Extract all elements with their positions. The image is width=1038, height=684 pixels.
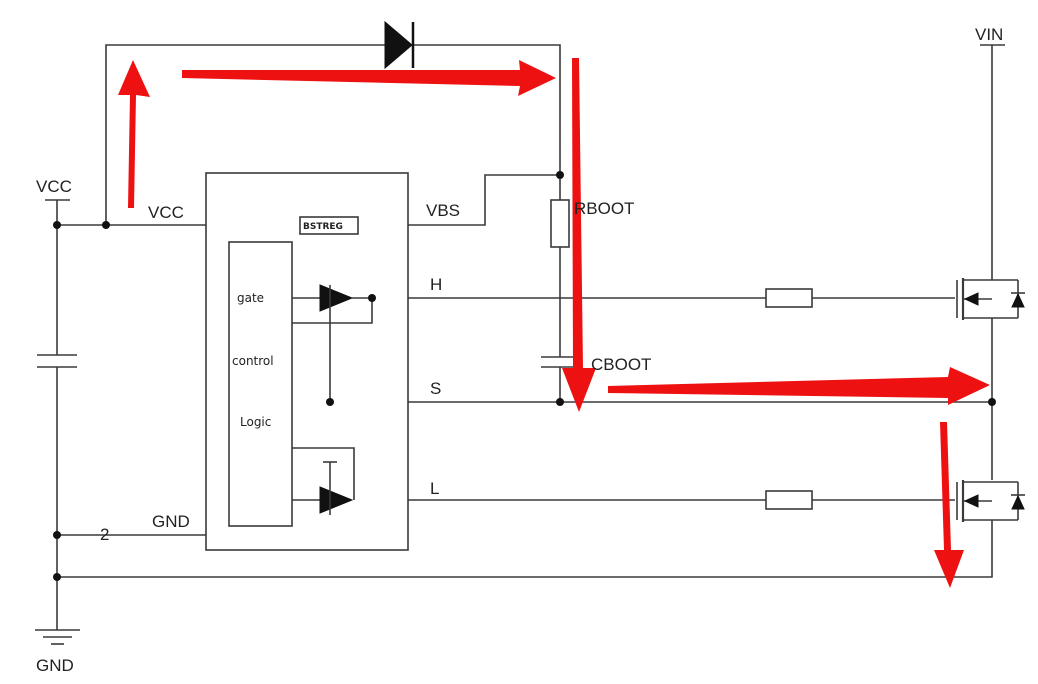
arrow-right-top <box>182 60 556 96</box>
vcc-rail-label: VCC <box>36 177 72 196</box>
rboot-resistor <box>550 199 570 248</box>
bstreg-label: BSTREG <box>303 222 343 232</box>
gnd-symbol-label: GND <box>36 656 74 675</box>
logic-label: Logic <box>240 415 271 429</box>
arrow-down-boot <box>562 58 596 412</box>
s-label: S <box>430 379 441 398</box>
bstreg-box <box>299 216 359 235</box>
high-side-driver <box>292 284 373 402</box>
junction-dots <box>53 171 996 581</box>
l-label: L <box>430 479 439 498</box>
cboot-label: CBOOT <box>591 355 651 374</box>
h-label: H <box>430 275 442 294</box>
bootstrap-loop-wire <box>105 44 561 225</box>
high-side-gate-resistor <box>765 288 813 308</box>
gate-label: gate <box>237 291 264 305</box>
rboot-label: RBOOT <box>574 199 634 218</box>
low-side-gate-resistor <box>765 490 813 510</box>
low-side-mosfet <box>956 480 1025 522</box>
vcc-pin-label: VCC <box>148 203 184 222</box>
high-side-mosfet <box>956 278 1025 320</box>
vbs-label: VBS <box>426 201 460 220</box>
pin2-label: 2 <box>100 525 109 544</box>
arrow-up-vcc <box>118 60 150 208</box>
arrow-right-s <box>608 367 990 405</box>
arrow-down-low <box>934 422 964 588</box>
gnd-pin-label: GND <box>152 512 190 531</box>
ground-rail-wire <box>57 520 993 578</box>
wires <box>35 44 1005 645</box>
vin-label: VIN <box>975 25 1003 44</box>
logic-block <box>228 241 293 527</box>
bootstrap-diode <box>384 20 415 70</box>
labels: VCC VCC BSTREG VBS RBOOT CBOOT H S L VIN… <box>36 25 1003 675</box>
vbs-wire <box>358 174 560 226</box>
supply-capacitor <box>35 354 79 368</box>
low-side-driver <box>292 447 355 515</box>
control-label: control <box>232 354 274 368</box>
current-path-arrows <box>118 58 990 588</box>
